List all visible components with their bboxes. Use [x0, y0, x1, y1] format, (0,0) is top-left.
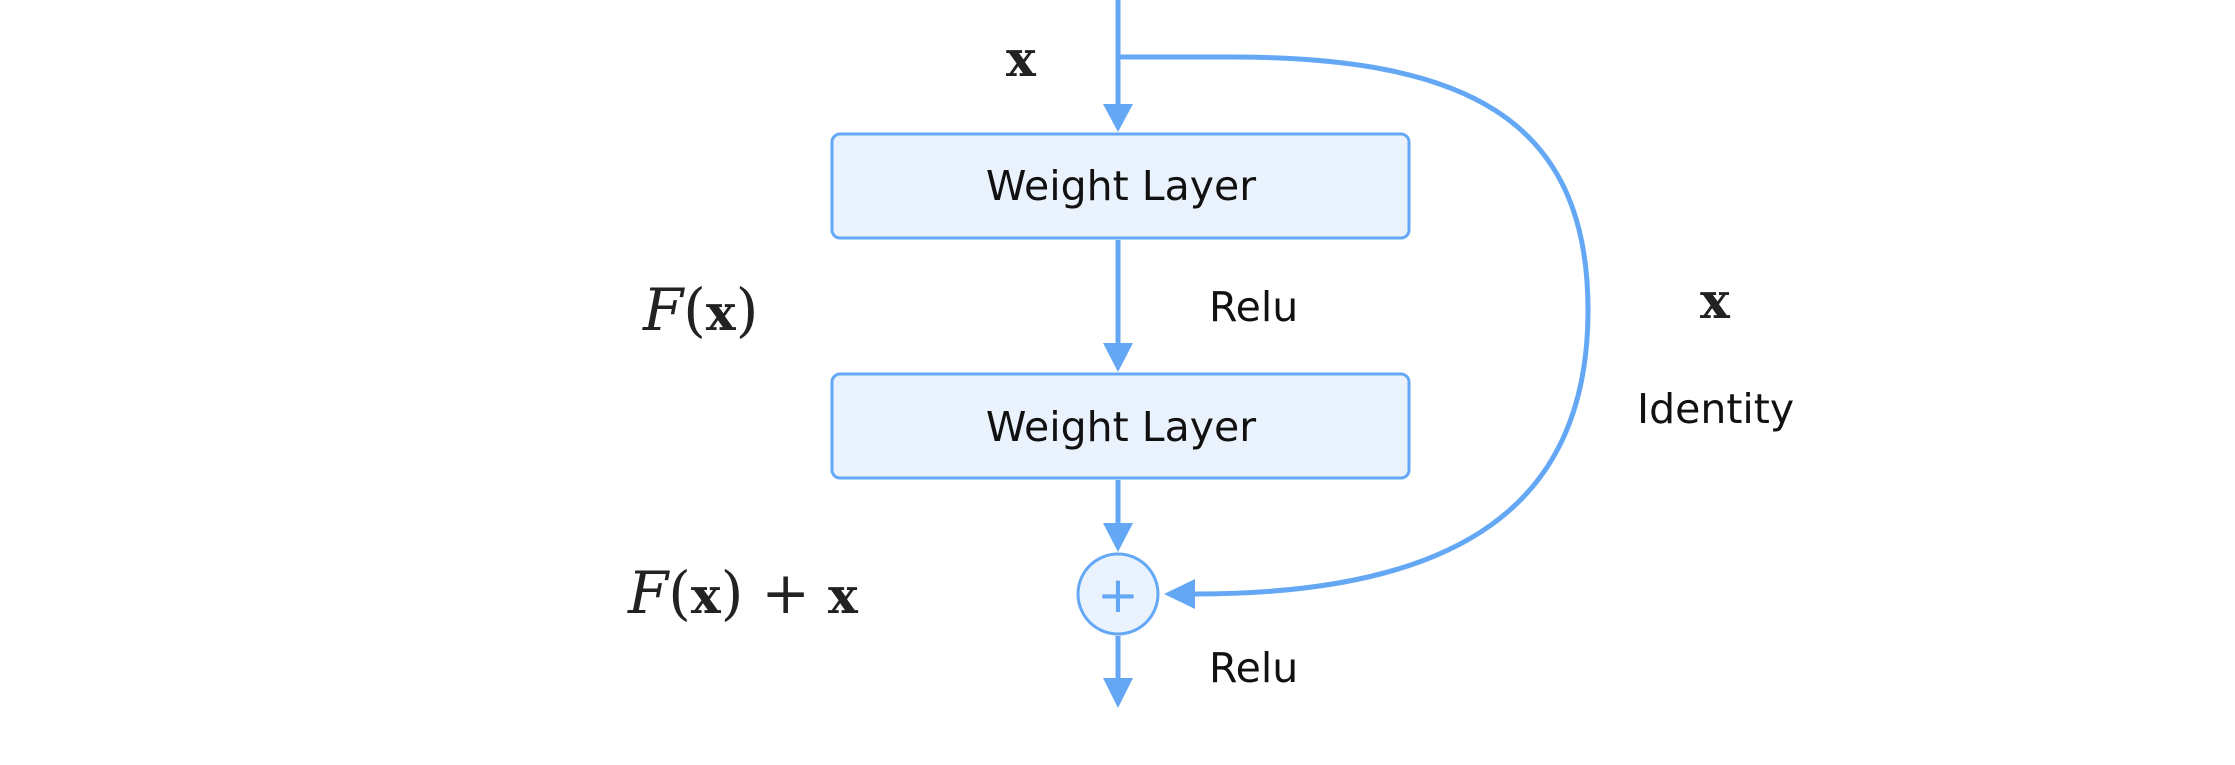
f-symbol: F — [627, 559, 670, 627]
close-paren: ) — [736, 276, 759, 344]
identity-x-label: x — [1700, 271, 1731, 330]
close-paren: ) — [721, 559, 744, 627]
adder-plus: + — [1097, 566, 1139, 624]
arrow-down-icon — [1103, 678, 1133, 708]
weight-layer-1-label: Weight Layer — [986, 162, 1256, 210]
arrow-down-icon — [1103, 104, 1133, 132]
open-paren: ( — [683, 276, 706, 344]
x-symbol: x — [706, 283, 737, 342]
f-of-x-label: F(x) — [642, 276, 758, 344]
x-symbol-2: x — [828, 566, 859, 625]
arrow-down-icon — [1103, 523, 1133, 552]
weight-layer-1-box — [830, 132, 1411, 240]
svg-text:F(x): F(x) — [642, 276, 758, 344]
identity-skip-path — [1118, 54, 1591, 597]
weight-layer-2-box — [830, 372, 1411, 480]
arrow-down-icon — [1103, 343, 1133, 372]
svg-text:F(x)+x: F(x)+x — [627, 559, 859, 627]
relu-2-label: Relu — [1209, 644, 1298, 692]
weight-layer-2-label: Weight Layer — [986, 403, 1256, 451]
f-symbol: F — [642, 276, 685, 344]
plus-circle-icon — [1076, 552, 1160, 636]
relu-1-label: Relu — [1209, 283, 1298, 331]
open-paren: ( — [668, 559, 691, 627]
plus-sign: + — [761, 559, 810, 627]
x-symbol: x — [691, 566, 722, 625]
identity-label: Identity — [1637, 385, 1794, 433]
arrow-left-icon — [1164, 579, 1195, 609]
f-of-x-plus-x-label: F(x)+x — [627, 559, 859, 627]
input-x-label: x — [1006, 29, 1037, 88]
